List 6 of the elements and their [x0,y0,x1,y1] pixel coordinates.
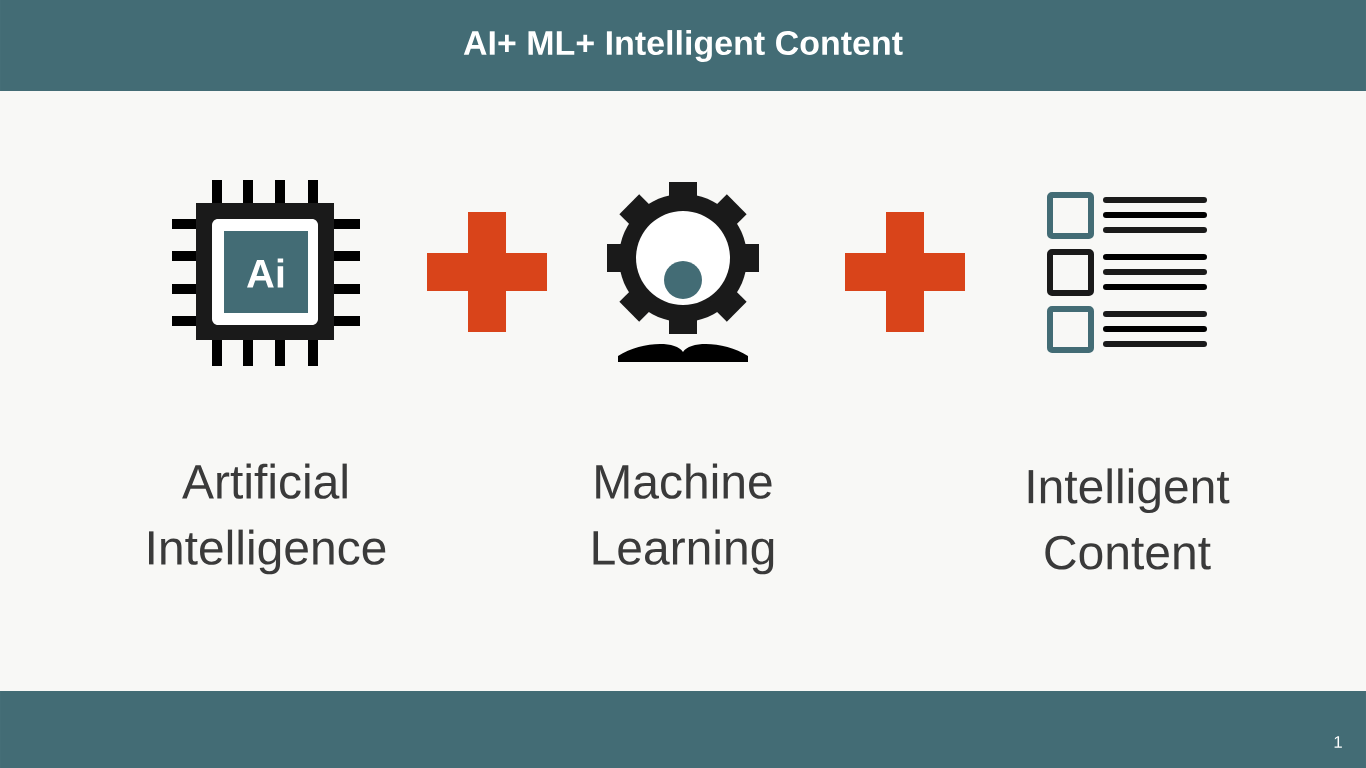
page-number: 1 [1334,736,1342,748]
caption: Artificial Intelligence [149,463,386,575]
title-bar: AI+ ML+ Intelligent Content [0,0,1366,91]
caption: Intelligent Content [1028,468,1230,570]
caption: Machine Learning [593,463,774,575]
chip-label: Ai [247,258,284,288]
